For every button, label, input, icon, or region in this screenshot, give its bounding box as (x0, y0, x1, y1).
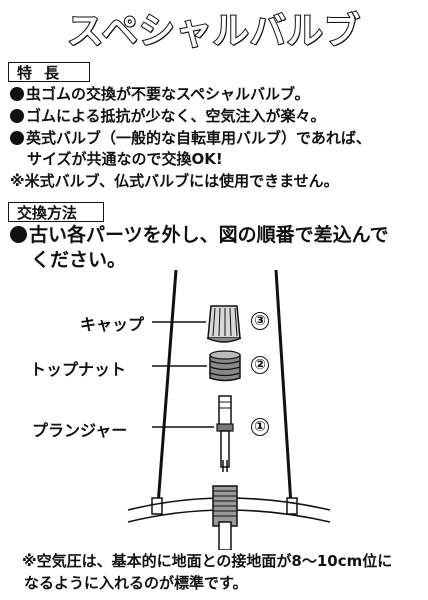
valve-stem (212, 485, 238, 550)
valve-diagram (127, 269, 331, 550)
footer-line: なるように入れるのが標準です。 (24, 574, 248, 592)
part-label-plunger: プランジャー (32, 421, 128, 440)
part-label-cap: キャップ (80, 315, 145, 334)
method-line-continued: ください。 (31, 249, 127, 271)
cap-part (206, 305, 242, 343)
left-nipple (151, 497, 163, 515)
bullet-icon (10, 87, 24, 101)
feature-line-continued: サイズが共通なので交換OK! (27, 149, 223, 170)
bullet-icon (10, 226, 27, 243)
footer-line: ※空気圧は、基本的に地面との接地面が8〜10cm位に (22, 552, 393, 570)
feature-note: ※米式バルブ、仏式バルブには使用できません。 (10, 172, 339, 190)
step-number-2: ② (251, 356, 269, 374)
footer-note: ※空気圧は、基本的に地面との接地面が8〜10cm位に なるように入れるのが標準で… (22, 550, 392, 594)
page-title: スペシャルバルブ (66, 10, 361, 53)
feature-line: 英式バルブ（一般的な自転車用バルブ）であれば、 (10, 128, 371, 149)
top-nut-part (209, 350, 241, 382)
right-spoke (274, 269, 293, 506)
feature-text: 英式バルブ（一般的な自転車用バルブ）であれば、 (26, 129, 371, 147)
bullet-icon (10, 131, 24, 145)
feature-text: サイズが共通なので交換OK! (27, 150, 223, 168)
feature-text: ゴムによる抵抗が少なく、空気注入が楽々。 (26, 107, 326, 125)
left-spoke (156, 269, 178, 506)
bullet-icon (10, 109, 24, 123)
step-number-3: ③ (251, 312, 269, 330)
step-number-1: ① (251, 418, 269, 436)
method-line: 古い各パーツを外し、図の順番で差込んで (10, 223, 389, 248)
method-text: 古い各パーツを外し、図の順番で差込んで (29, 224, 389, 246)
part-label-top-nut: トップナット (30, 360, 127, 379)
right-nipple (286, 497, 298, 515)
features-tag: 特長 (8, 62, 90, 82)
feature-text: 虫ゴムの交換が不要なスペシャルバルブ。 (26, 85, 310, 103)
method-tag: 交換方法 (8, 202, 104, 222)
plunger-part (216, 395, 234, 472)
feature-line: 虫ゴムの交換が不要なスペシャルバルブ。 (10, 84, 310, 105)
feature-line: ゴムによる抵抗が少なく、空気注入が楽々。 (10, 106, 326, 127)
